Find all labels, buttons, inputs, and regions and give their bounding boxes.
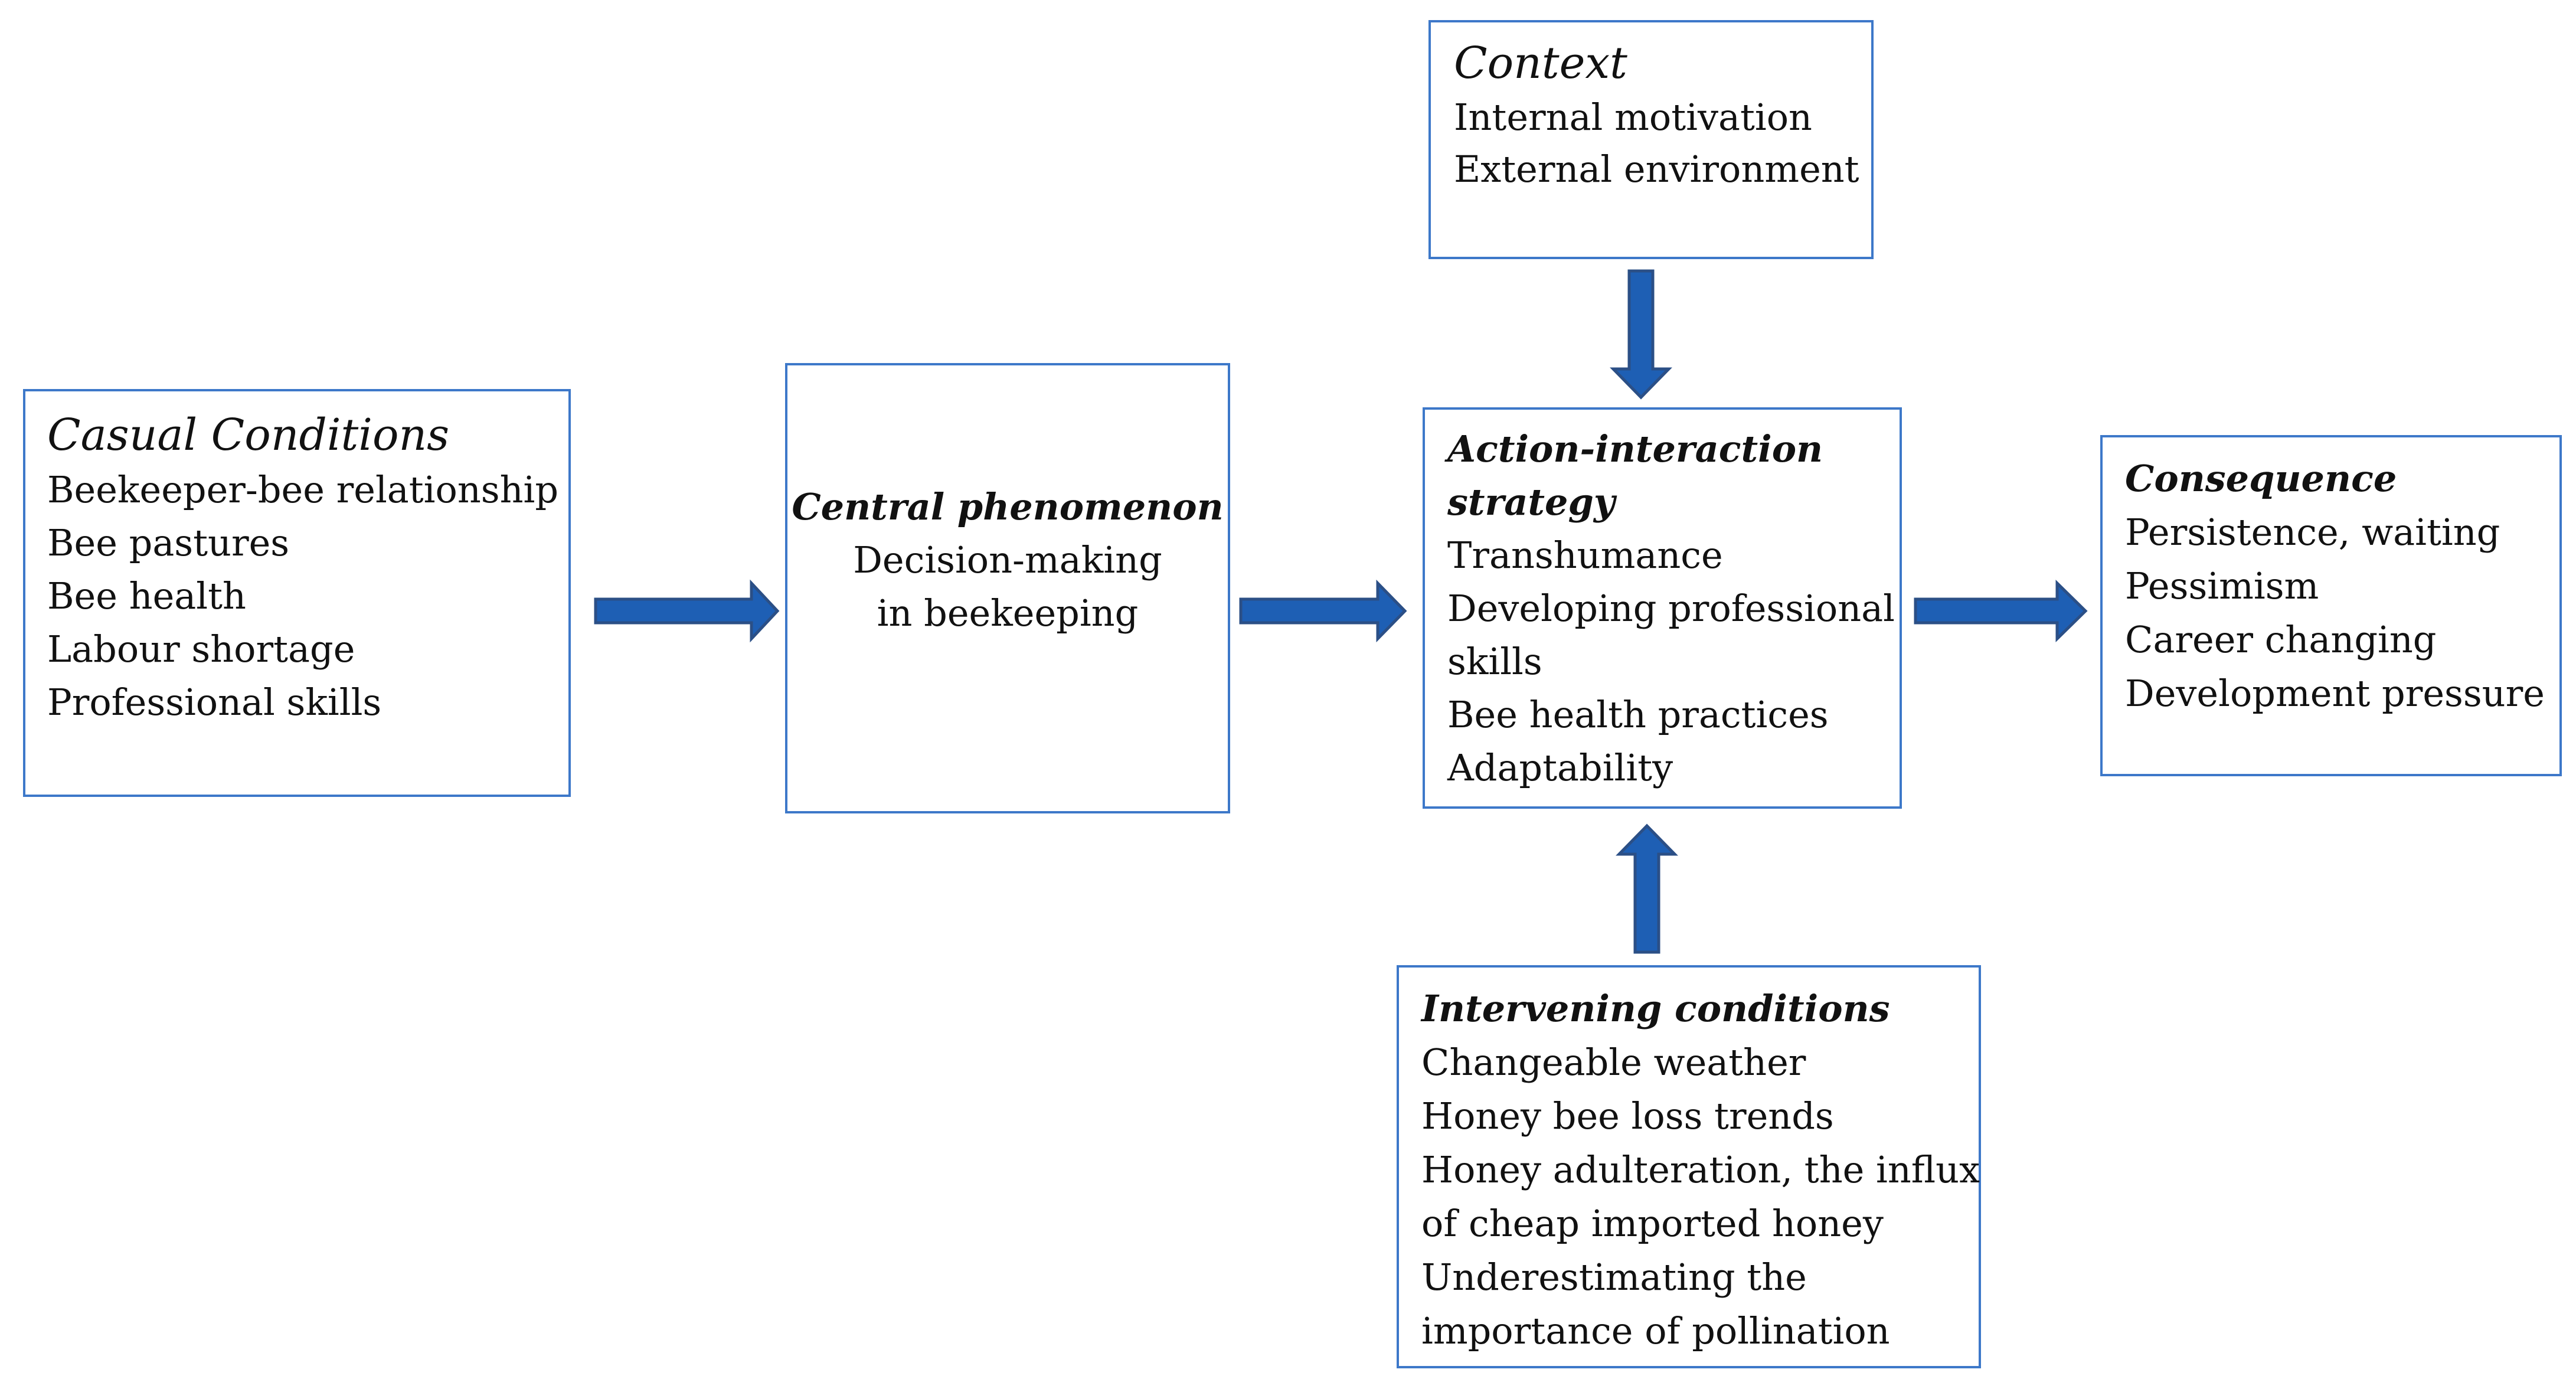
action-interaction-strategy-box: Action-interaction strategy Transhumance… xyxy=(1423,407,1902,809)
casual-conditions-item: Bee pastures xyxy=(47,521,290,564)
intervening-conditions-item: importance of pollination xyxy=(1421,1309,1890,1352)
intervening-conditions-box: Intervening conditions Changeable weathe… xyxy=(1397,965,1981,1368)
action-strategy-item: Bee health practices xyxy=(1447,693,1829,736)
intervening-conditions-item: Honey adulteration, the influx xyxy=(1421,1148,1980,1191)
context-item: External environment xyxy=(1454,148,1859,191)
intervening-conditions-title: Intervening conditions xyxy=(1421,987,1890,1030)
casual-conditions-item: Labour shortage xyxy=(47,627,355,671)
intervening-conditions-item: Changeable weather xyxy=(1421,1041,1806,1084)
consequence-item: Career changing xyxy=(2125,618,2437,661)
action-strategy-item: Transhumance xyxy=(1447,534,1723,577)
consequence-box: Consequence Persistence, waiting Pessimi… xyxy=(2100,435,2562,776)
arrow-right-shape xyxy=(1914,580,2088,642)
consequence-title: Consequence xyxy=(2125,457,2397,500)
arrow-right-shape xyxy=(1239,579,1407,643)
central-phenomenon-item: Decision-making xyxy=(853,538,1162,581)
arrow-central-to-action xyxy=(1239,579,1407,643)
central-phenomenon-title: Central phenomenon xyxy=(792,485,1224,528)
arrow-right-shape xyxy=(594,579,780,643)
action-strategy-title-line: Action-interaction xyxy=(1447,427,1823,470)
casual-conditions-box: Casual Conditions Beekeeper-bee relation… xyxy=(23,389,571,797)
intervening-conditions-item: Honey bee loss trends xyxy=(1421,1094,1834,1138)
context-title: Context xyxy=(1454,38,1627,89)
consequence-item: Pessimism xyxy=(2125,564,2319,607)
central-phenomenon-box: Central phenomenon Decision-making in be… xyxy=(785,363,1230,813)
casual-conditions-item: Bee health xyxy=(47,574,246,617)
casual-conditions-item: Beekeeper-bee relationship xyxy=(47,468,559,511)
arrow-context-to-action xyxy=(1610,269,1672,400)
context-item: Internal motivation xyxy=(1454,96,1812,139)
consequence-item: Persistence, waiting xyxy=(2125,511,2500,554)
action-strategy-item: skills xyxy=(1447,640,1542,683)
action-strategy-item: Developing professional xyxy=(1447,587,1895,630)
arrow-up-shape xyxy=(1616,823,1678,954)
arrow-intervening-to-action xyxy=(1616,823,1678,954)
context-box: Context Internal motivation External env… xyxy=(1428,20,1874,259)
intervening-conditions-item: of cheap imported honey xyxy=(1421,1202,1884,1245)
casual-conditions-item: Professional skills xyxy=(47,681,382,724)
action-strategy-title-line: strategy xyxy=(1447,481,1615,524)
casual-conditions-title: Casual Conditions xyxy=(47,410,450,460)
intervening-conditions-item: Underestimating the xyxy=(1421,1256,1807,1299)
arrow-action-to-consequence xyxy=(1914,580,2088,642)
arrow-down-shape xyxy=(1610,269,1672,400)
central-phenomenon-item: in beekeeping xyxy=(877,591,1139,635)
consequence-item: Development pressure xyxy=(2125,672,2545,715)
arrow-casual-to-central xyxy=(594,579,780,643)
action-strategy-item: Adaptability xyxy=(1447,746,1673,789)
